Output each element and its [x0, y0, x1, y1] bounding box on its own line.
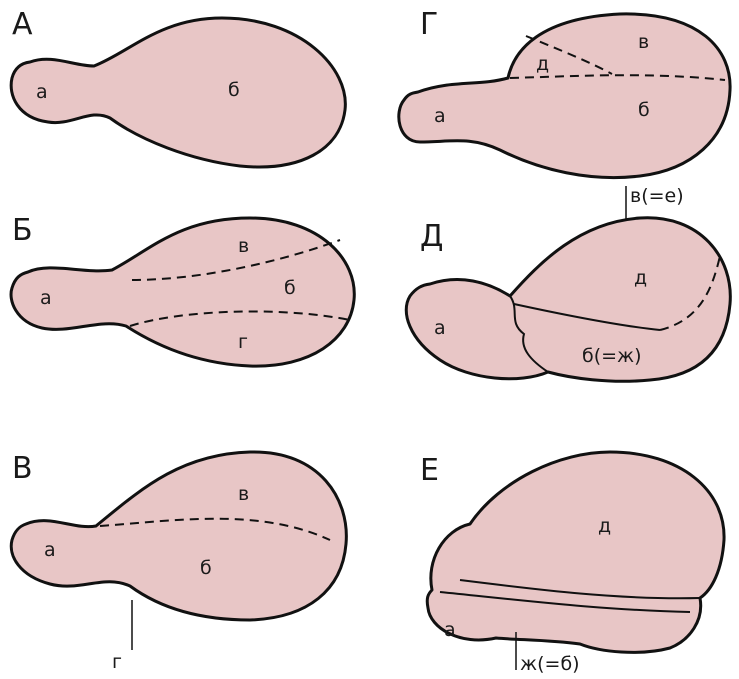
panel-b-label-g: г: [238, 331, 248, 353]
panel-a-shape: [11, 18, 345, 167]
panel-v: В а в б г: [11, 451, 346, 673]
panel-b-shape: [11, 218, 354, 366]
panel-v-label-g: г: [112, 651, 122, 673]
panel-b-label-a: а: [40, 287, 52, 309]
panel-d-label-v: в(=е): [630, 185, 684, 207]
panel-g-label-v: в: [638, 31, 649, 53]
panel-g: Г а д в б: [399, 7, 730, 178]
panel-b-letter: Б: [12, 213, 33, 248]
panel-g-label-b: б: [638, 99, 650, 121]
panel-b-label-v: в: [238, 235, 249, 257]
panel-v-label-b: б: [200, 557, 212, 579]
panel-v-label-v: в: [238, 483, 249, 505]
panel-e-label-a: а: [444, 619, 456, 641]
panel-v-letter: В: [12, 451, 33, 486]
panel-e-letter: Е: [420, 453, 439, 488]
panel-d-label-a: а: [434, 317, 446, 339]
panel-v-label-a: а: [44, 539, 56, 561]
panel-e-label-d: д: [598, 515, 611, 537]
panel-e: Е а д ж(=б): [420, 452, 724, 675]
panel-a-label-b: б: [228, 79, 240, 101]
panel-v-shape: [11, 452, 346, 620]
panel-e-label-zh: ж(=б): [520, 653, 580, 675]
panel-d-label-b: б(=ж): [582, 345, 642, 367]
panel-a-label-a: а: [36, 81, 48, 103]
panel-g-shape: [399, 14, 730, 178]
panel-d-letter: Д: [420, 219, 443, 254]
panel-d-shape: [406, 218, 730, 382]
panel-b: Б а в б г: [11, 213, 354, 366]
panel-a: А а б: [11, 7, 345, 167]
panel-e-shape: [427, 452, 724, 652]
panel-a-letter: А: [12, 7, 33, 42]
panel-d: Д а д в(=е) б(=ж): [406, 185, 730, 381]
panel-b-label-b: б: [284, 277, 296, 299]
panel-g-label-a: а: [434, 105, 446, 127]
panel-g-letter: Г: [420, 7, 438, 42]
panel-g-label-d: д: [536, 53, 549, 75]
panel-d-label-d: д: [634, 267, 647, 289]
